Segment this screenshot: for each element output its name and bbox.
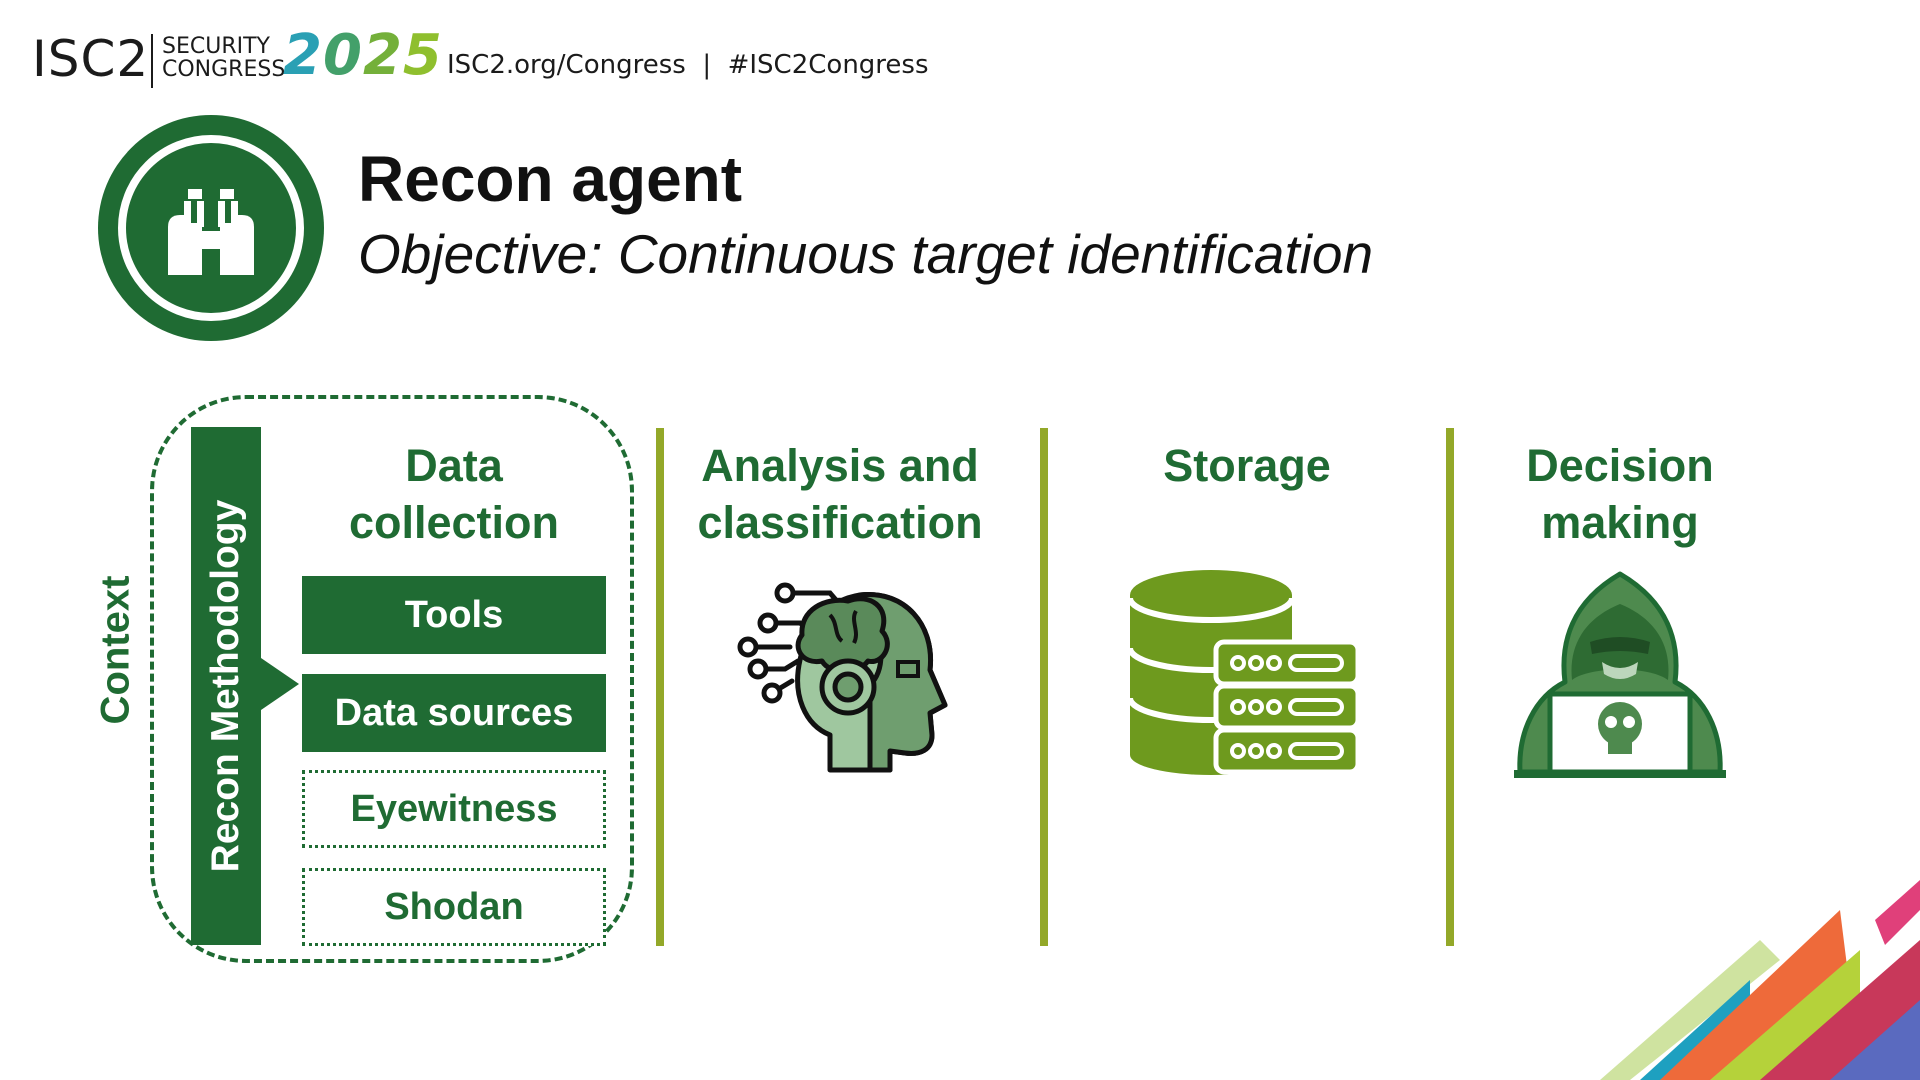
context-label-text: Context	[94, 576, 139, 725]
heading-line: Decision	[1470, 437, 1770, 494]
heading-line: Storage	[1090, 437, 1404, 494]
logo-year: 2025	[283, 23, 443, 88]
recon-methodology-text: Recon Methodology	[204, 500, 248, 873]
heading-line: classification	[664, 494, 1016, 551]
ai-brain-head-icon	[730, 565, 950, 775]
box-tools: Tools	[302, 576, 606, 654]
heading-decision-making: Decision making	[1470, 437, 1770, 551]
box-eyewitness: Eyewitness	[302, 770, 606, 848]
logo-year-digit-3: 2	[363, 23, 403, 88]
column-separator	[1446, 428, 1454, 946]
logo-year-digit-2: 0	[323, 23, 363, 88]
logo-year-digit-4: 5	[403, 23, 443, 88]
heading-data-collection: Data collection	[302, 437, 606, 551]
security-congress-logo-text: SECURITY CONGRESS	[162, 35, 285, 81]
heading-line: making	[1470, 494, 1770, 551]
column-separator	[656, 428, 664, 946]
slide-title: Recon agent	[358, 142, 742, 216]
logo-line-security: SECURITY	[162, 35, 285, 58]
database-server-icon	[1130, 570, 1360, 775]
column-separator	[1040, 428, 1048, 946]
box-data-sources: Data sources	[302, 674, 606, 752]
heading-line: Data	[302, 437, 606, 494]
box-shodan: Shodan	[302, 868, 606, 946]
heading-analysis-classification: Analysis and classification	[664, 437, 1016, 551]
hooded-hacker-icon	[1510, 562, 1730, 782]
heading-line: Analysis and	[664, 437, 1016, 494]
recon-methodology-arrow	[261, 658, 299, 710]
heading-line: collection	[302, 494, 606, 551]
logo-year-digit-1: 2	[283, 23, 323, 88]
binoculars-icon	[98, 115, 324, 341]
logo-divider	[151, 34, 153, 88]
logo-line-congress: CONGRESS	[162, 58, 285, 81]
slide-subtitle: Objective: Continuous target identificat…	[358, 222, 1373, 286]
decorative-corner-ribbons	[1600, 850, 1920, 1080]
heading-storage: Storage	[1090, 437, 1404, 494]
header-url-hashtag: ISC2.org/Congress | #ISC2Congress	[447, 50, 929, 80]
isc2-logo-text: ISC2	[32, 30, 149, 88]
